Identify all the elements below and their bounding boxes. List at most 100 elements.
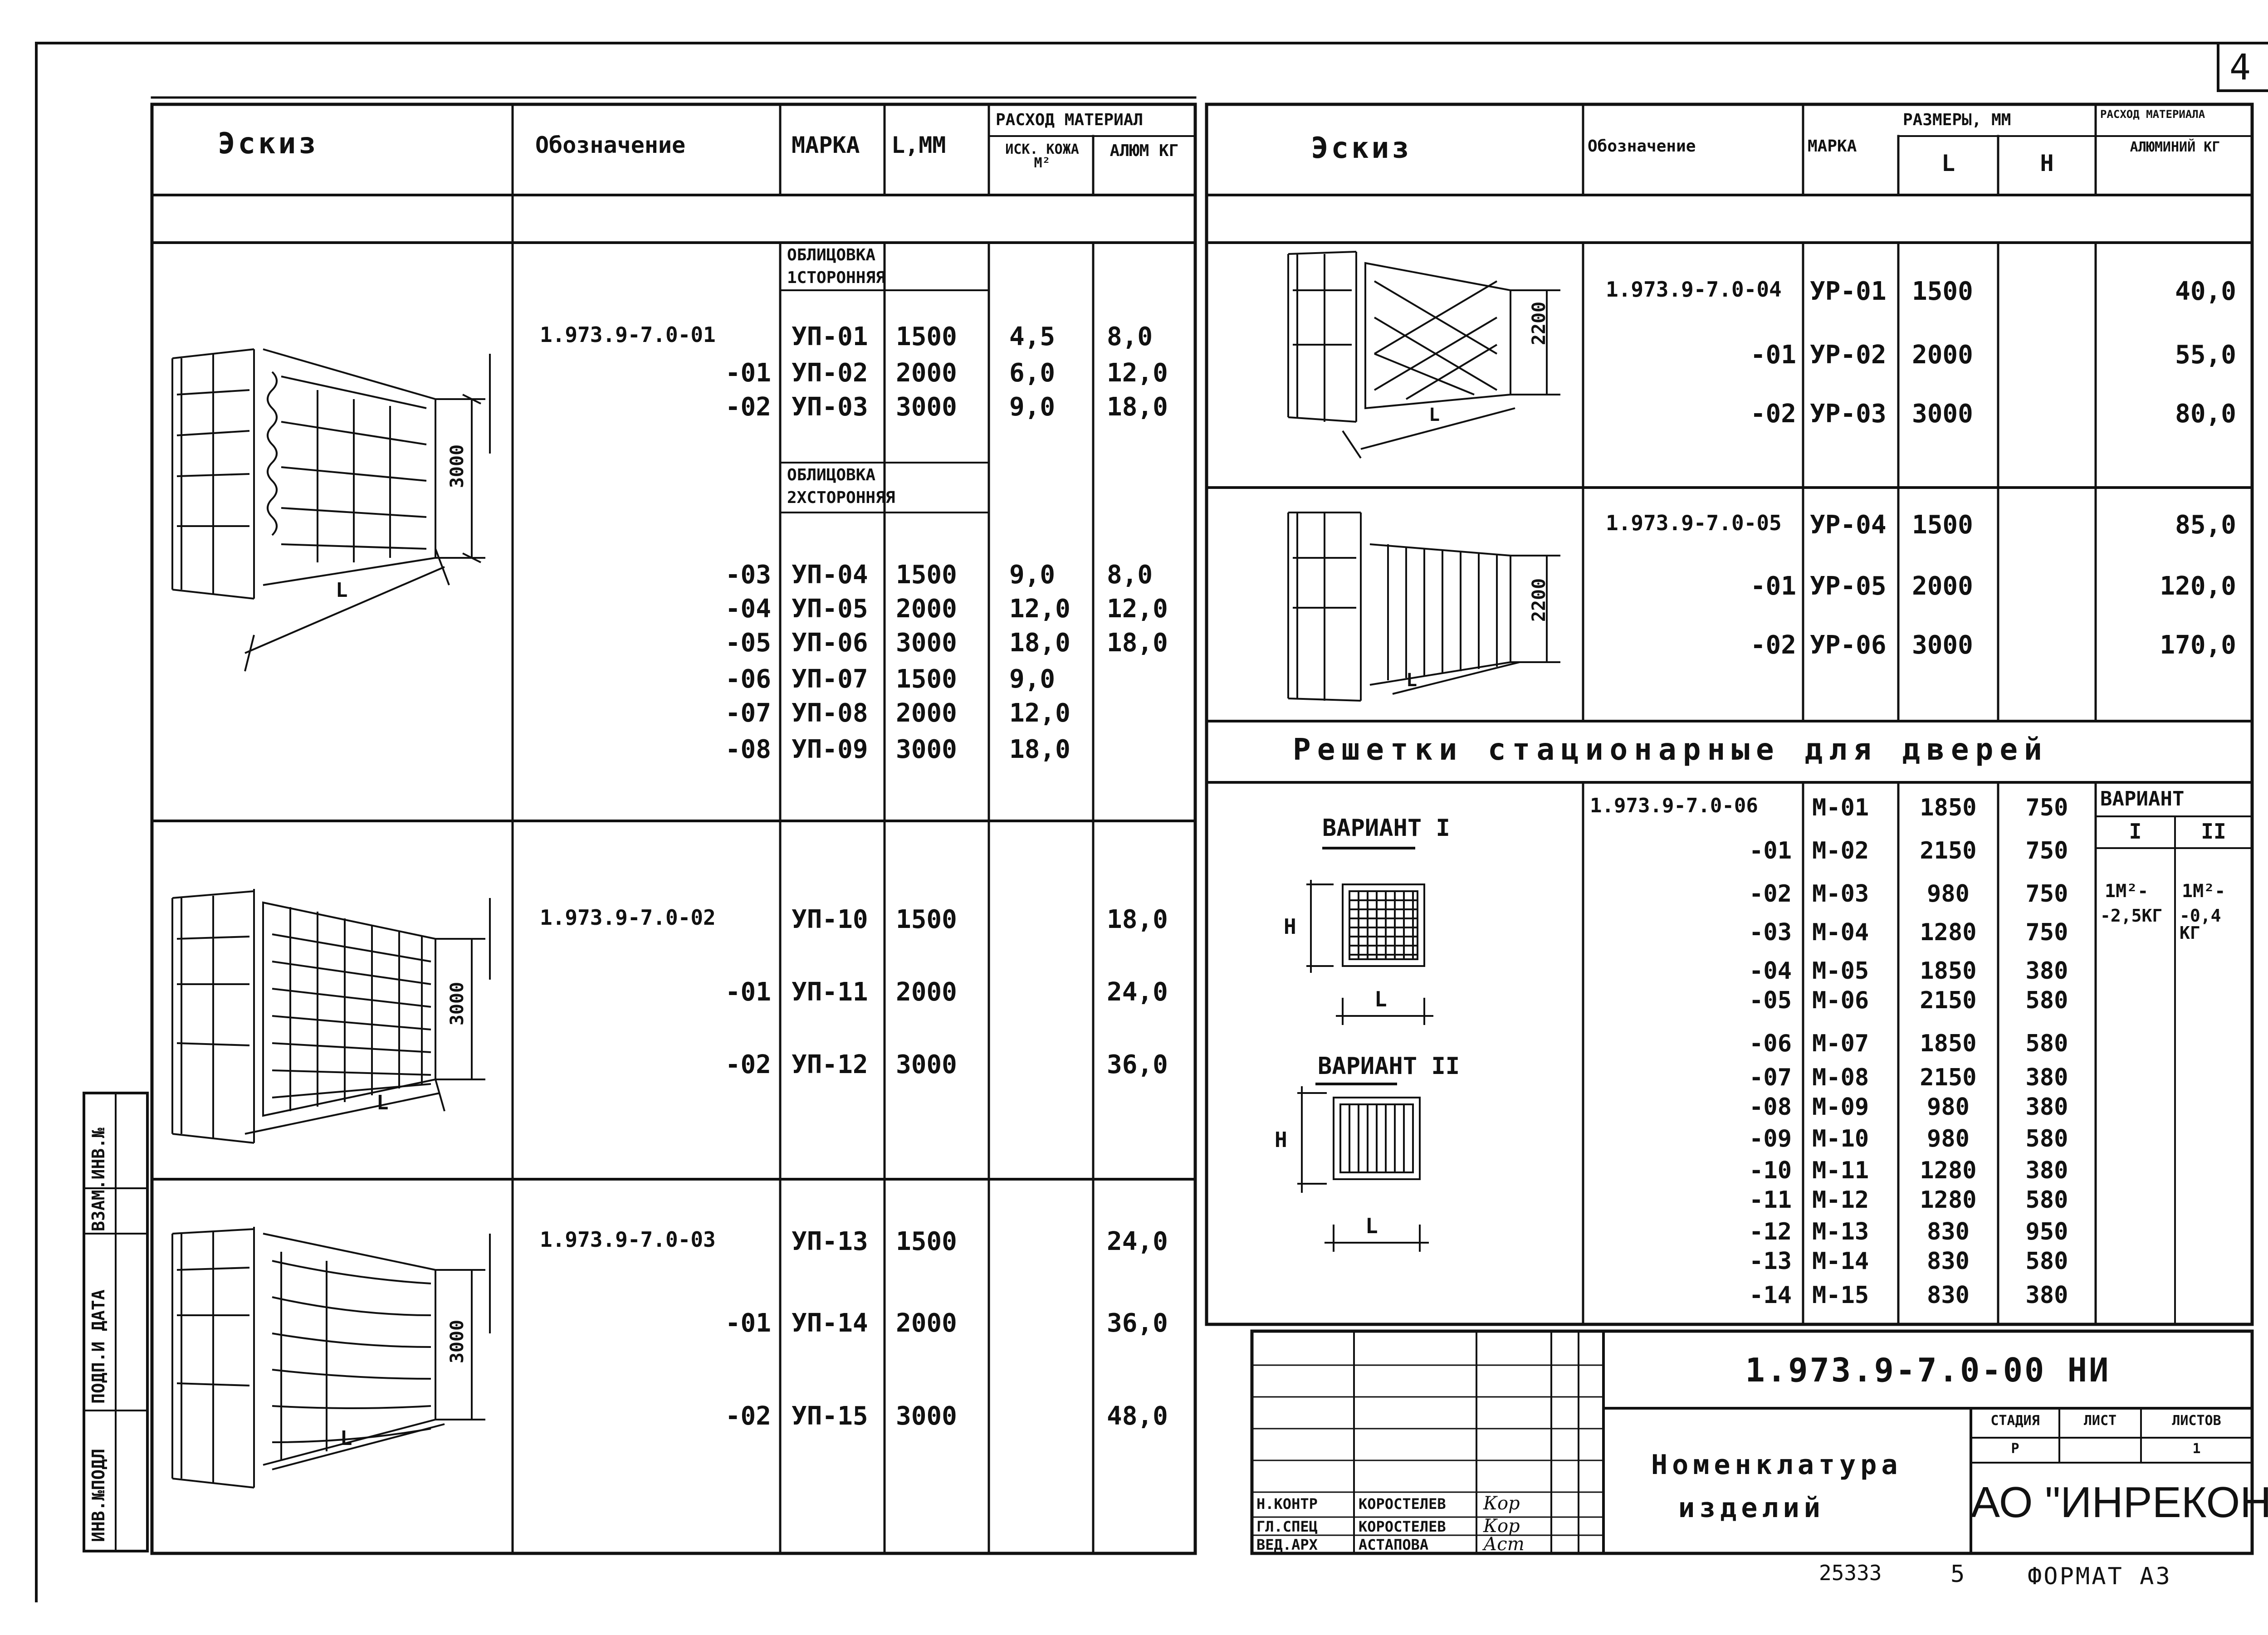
group1-title-b: 1СТОРОННЯЯ [787,268,885,287]
grid-row-h: 580 [2025,1125,2068,1152]
dim-l-4: L [1429,405,1440,425]
grid-row-l: 830 [1927,1282,1970,1309]
right-row-mark: УР-04 [1810,510,1887,540]
right-row-alum: 40,0 [2175,277,2236,306]
left-header-mark: МАРКА [792,132,860,158]
stage-value: Р [2011,1441,2019,1457]
grid-row-mark: М-01 [1812,794,1869,821]
grid-row-h: 580 [2025,1186,2068,1214]
format-label: ФОРМАТ А3 [2028,1563,2172,1590]
company-name: АО "ИНРЕКОН" [1971,1478,2268,1527]
left-row-length: 1500 [896,664,957,694]
variant-ii-value-2: -0,4 КГ [2180,906,2221,943]
right-row-alum: 170,0 [2160,630,2236,660]
dim-l-3: L [340,1427,352,1450]
left-row-designation: -05 [725,628,771,658]
variant-i-value-1: 1М²- [2105,881,2149,902]
grid-row-mark: М-12 [1812,1186,1869,1214]
left-row-designation: 1.973.9-7.0-01 [540,322,716,347]
grid-row-designation: -07 [1749,1064,1792,1091]
grid-row-h: 580 [2025,1030,2068,1057]
grid-row-mark: М-03 [1812,880,1869,908]
left-row-mark: УП-11 [792,977,868,1007]
left-row-alum: 24,0 [1107,977,1168,1007]
right-row-designation: 1.973.9-7.0-04 [1606,277,1782,302]
dim-3000-2: 3000 [447,981,468,1026]
variant-col-ii: II [2201,819,2226,844]
grid-row-designation: -02 [1749,880,1792,908]
grid-row-designation: -03 [1749,919,1792,946]
grid-row-designation: -13 [1749,1248,1792,1275]
left-row-length: 2000 [896,594,957,624]
left-row-alum: 18,0 [1107,392,1168,422]
left-row-alum: 12,0 [1107,358,1168,388]
group2-title-a: ОБЛИЦОВКА [787,466,876,484]
grid-row-l: 980 [1927,880,1970,908]
sketch-blind-1 [171,348,491,672]
left-row-length: 1500 [896,1227,957,1256]
variant-col-i: I [2129,819,2142,844]
left-row-leather: 9,0 [1009,664,1056,694]
left-row-length: 3000 [896,1050,957,1079]
grid-row-mark: М-14 [1812,1248,1869,1275]
left-row-mark: УП-08 [792,698,868,728]
sketch-scissor-grille [1287,251,1560,459]
stage-label: СТАДИЯ [1990,1413,2040,1429]
grid-row-h: 750 [2025,919,2068,946]
sketch-folding-door [1287,512,1560,702]
left-row-designation: -07 [725,698,771,728]
grid-row-l: 1850 [1920,1030,1977,1057]
right-row-l: 3000 [1912,630,1973,660]
left-row-alum: 8,0 [1107,322,1153,351]
grid-row-h: 380 [2025,957,2068,985]
left-row-designation: -02 [725,1050,771,1079]
right-row-mark: УР-06 [1810,630,1887,660]
title-line-2: изделий [1678,1492,1825,1524]
signature-mark: Кор [1483,1516,1520,1537]
left-row-designation: -03 [725,560,771,590]
sheet-code: 1.973.9-7.0-00 НИ [1745,1351,2111,1389]
signature-role: Н.КОНТР [1256,1495,1318,1513]
left-row-length: 1500 [896,322,957,351]
right-row-mark: УР-02 [1810,340,1887,370]
right-row-designation: 1.973.9-7.0-05 [1606,511,1782,535]
left-row-alum: 36,0 [1107,1050,1168,1079]
sketch-grid-panel [171,889,491,1144]
title-line-1: Номенклатура [1651,1449,1902,1481]
left-row-mark: УП-13 [792,1227,868,1256]
right-row-mark: УР-05 [1810,571,1887,601]
left-row-designation: -01 [725,1308,771,1338]
left-row-length: 2000 [896,1308,957,1338]
left-row-designation: -02 [725,1401,771,1431]
grid-row-mark: М-07 [1812,1030,1869,1057]
left-row-mark: УП-07 [792,664,868,694]
signature-role: ВЕД.АРХ [1256,1536,1318,1553]
left-row-alum: 12,0 [1107,594,1168,624]
side-stamp-inv: ИНВ.№ПОДЛ [88,1449,108,1542]
left-row-designation: -04 [725,594,771,624]
left-row-length: 3000 [896,392,957,422]
left-header-consumption: РАСХОД МАТЕРИАЛ [996,111,1144,129]
dim-2200-2: 2200 [1529,578,1550,622]
grid-row-h: 380 [2025,1282,2068,1309]
left-row-length: 1500 [896,560,957,590]
grid-row-l: 830 [1927,1248,1970,1275]
grid-row-mark: М-13 [1812,1218,1869,1245]
left-row-length: 2000 [896,358,957,388]
grid-row-designation: -12 [1749,1218,1792,1245]
left-header-designation: Обозначение [535,132,686,158]
side-stamp-sign-date: ПОДП.И ДАТА [88,1289,108,1404]
right-row-l: 2000 [1912,340,1973,370]
dim-l-variant1: L [1374,987,1387,1011]
dim-2200-1: 2200 [1529,301,1550,346]
left-row-mark: УП-10 [792,905,868,934]
grid-row-l: 2150 [1920,837,1977,864]
grid-row-l: 1850 [1920,794,1977,821]
left-header-sketch: Эскиз [218,127,319,161]
sketch-variant-1 [1306,880,1433,1025]
right-row-alum: 120,0 [2160,571,2236,601]
grid-row-designation: -06 [1749,1030,1792,1057]
grid-row-h: 380 [2025,1157,2068,1184]
grid-row-h: 950 [2025,1218,2068,1245]
sheets-value: 1 [2192,1441,2201,1457]
